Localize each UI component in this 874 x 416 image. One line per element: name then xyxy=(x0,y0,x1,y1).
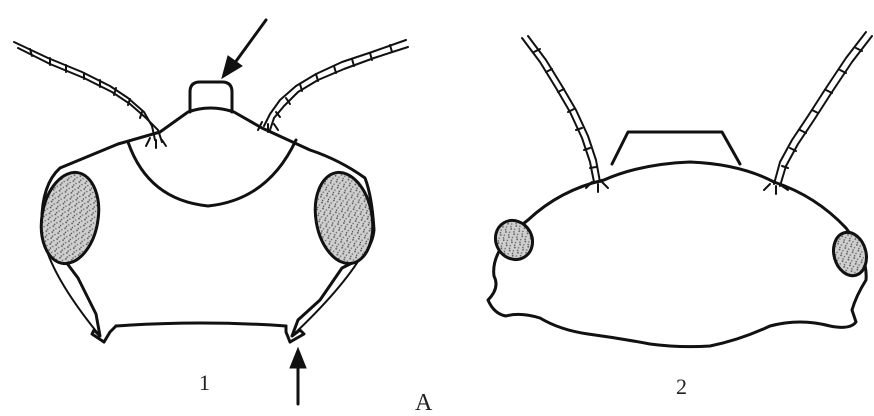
arrow-top-1 xyxy=(222,20,266,78)
right-antenna-2 xyxy=(764,32,872,194)
head-2 xyxy=(488,32,872,347)
clypeus-plate-2 xyxy=(612,132,740,164)
arrow-bottom-1 xyxy=(290,348,306,404)
left-eye-1 xyxy=(34,168,105,268)
head-1 xyxy=(14,20,408,404)
left-antenna-2 xyxy=(522,36,608,192)
right-antenna-1 xyxy=(258,40,408,132)
head-2-outline xyxy=(488,162,866,347)
sub-label-2: 2 xyxy=(676,376,687,398)
frons-1 xyxy=(128,140,296,206)
right-eye-1 xyxy=(308,168,379,268)
panel-letter: A xyxy=(415,391,432,415)
left-antenna-1 xyxy=(14,42,166,148)
sub-label-1: 1 xyxy=(199,372,210,394)
